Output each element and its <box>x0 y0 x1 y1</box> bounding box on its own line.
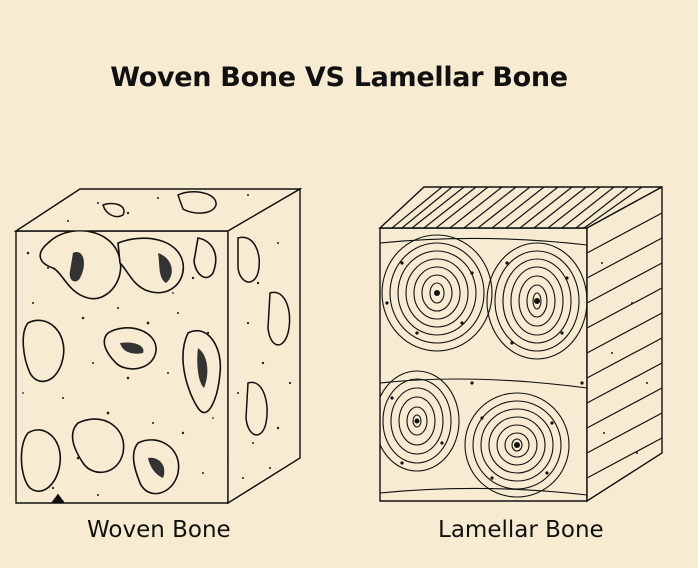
woven-bone-illustration <box>8 183 308 508</box>
woven-bone-caption: Woven Bone <box>87 517 231 543</box>
diagram-title: Woven Bone VS Lamellar Bone <box>110 62 568 93</box>
lamellar-bone-caption: Lamellar Bone <box>438 517 604 543</box>
lamellar-bone-illustration <box>372 183 670 508</box>
